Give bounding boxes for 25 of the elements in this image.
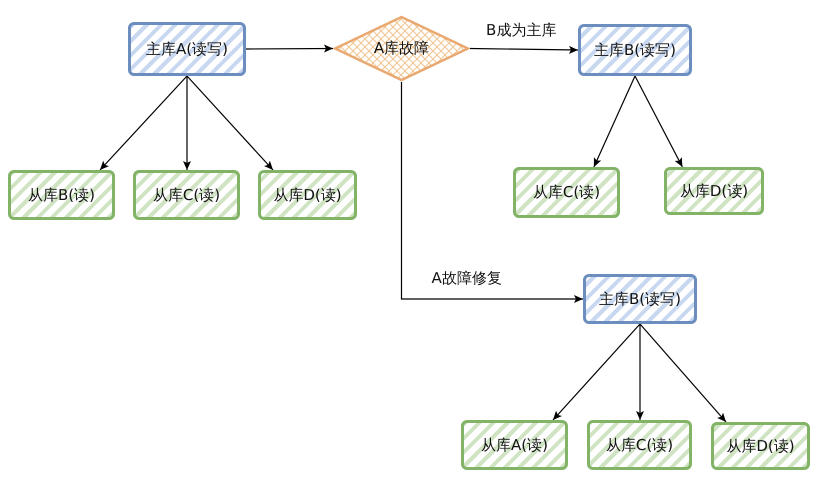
replica-db-box: 从库D(读) — [711, 422, 810, 470]
arrow — [400, 82, 583, 303]
edge-label: A故障修复 — [430, 269, 504, 288]
replica-db-box: 从库C(读) — [133, 170, 240, 220]
replica-db-box: 从库C(读) — [587, 420, 692, 470]
replica-db-box: 从库D(读) — [258, 170, 357, 220]
arrow — [640, 324, 726, 422]
master-db-box: 主库B(读写) — [578, 24, 692, 76]
arrow — [186, 76, 274, 170]
arrow — [634, 76, 683, 168]
edge-label: B成为主库 — [484, 20, 558, 40]
arrow — [593, 76, 636, 168]
arrow — [470, 46, 578, 54]
replica-db-box: 从库A(读) — [461, 420, 568, 470]
arrow — [183, 76, 191, 170]
decision-diamond: A库故障 — [333, 15, 470, 82]
arrow — [636, 324, 644, 420]
replica-db-box: 从库C(读) — [513, 167, 620, 218]
arrow — [552, 324, 640, 420]
arrow — [100, 76, 188, 170]
replica-db-box: 从库B(读) — [8, 170, 115, 220]
replica-db-box: 从库D(读) — [664, 167, 764, 215]
arrow — [246, 44, 333, 53]
master-db-box: 主库B(读写) — [583, 274, 697, 324]
master-db-box: 主库A(读写) — [128, 22, 246, 76]
